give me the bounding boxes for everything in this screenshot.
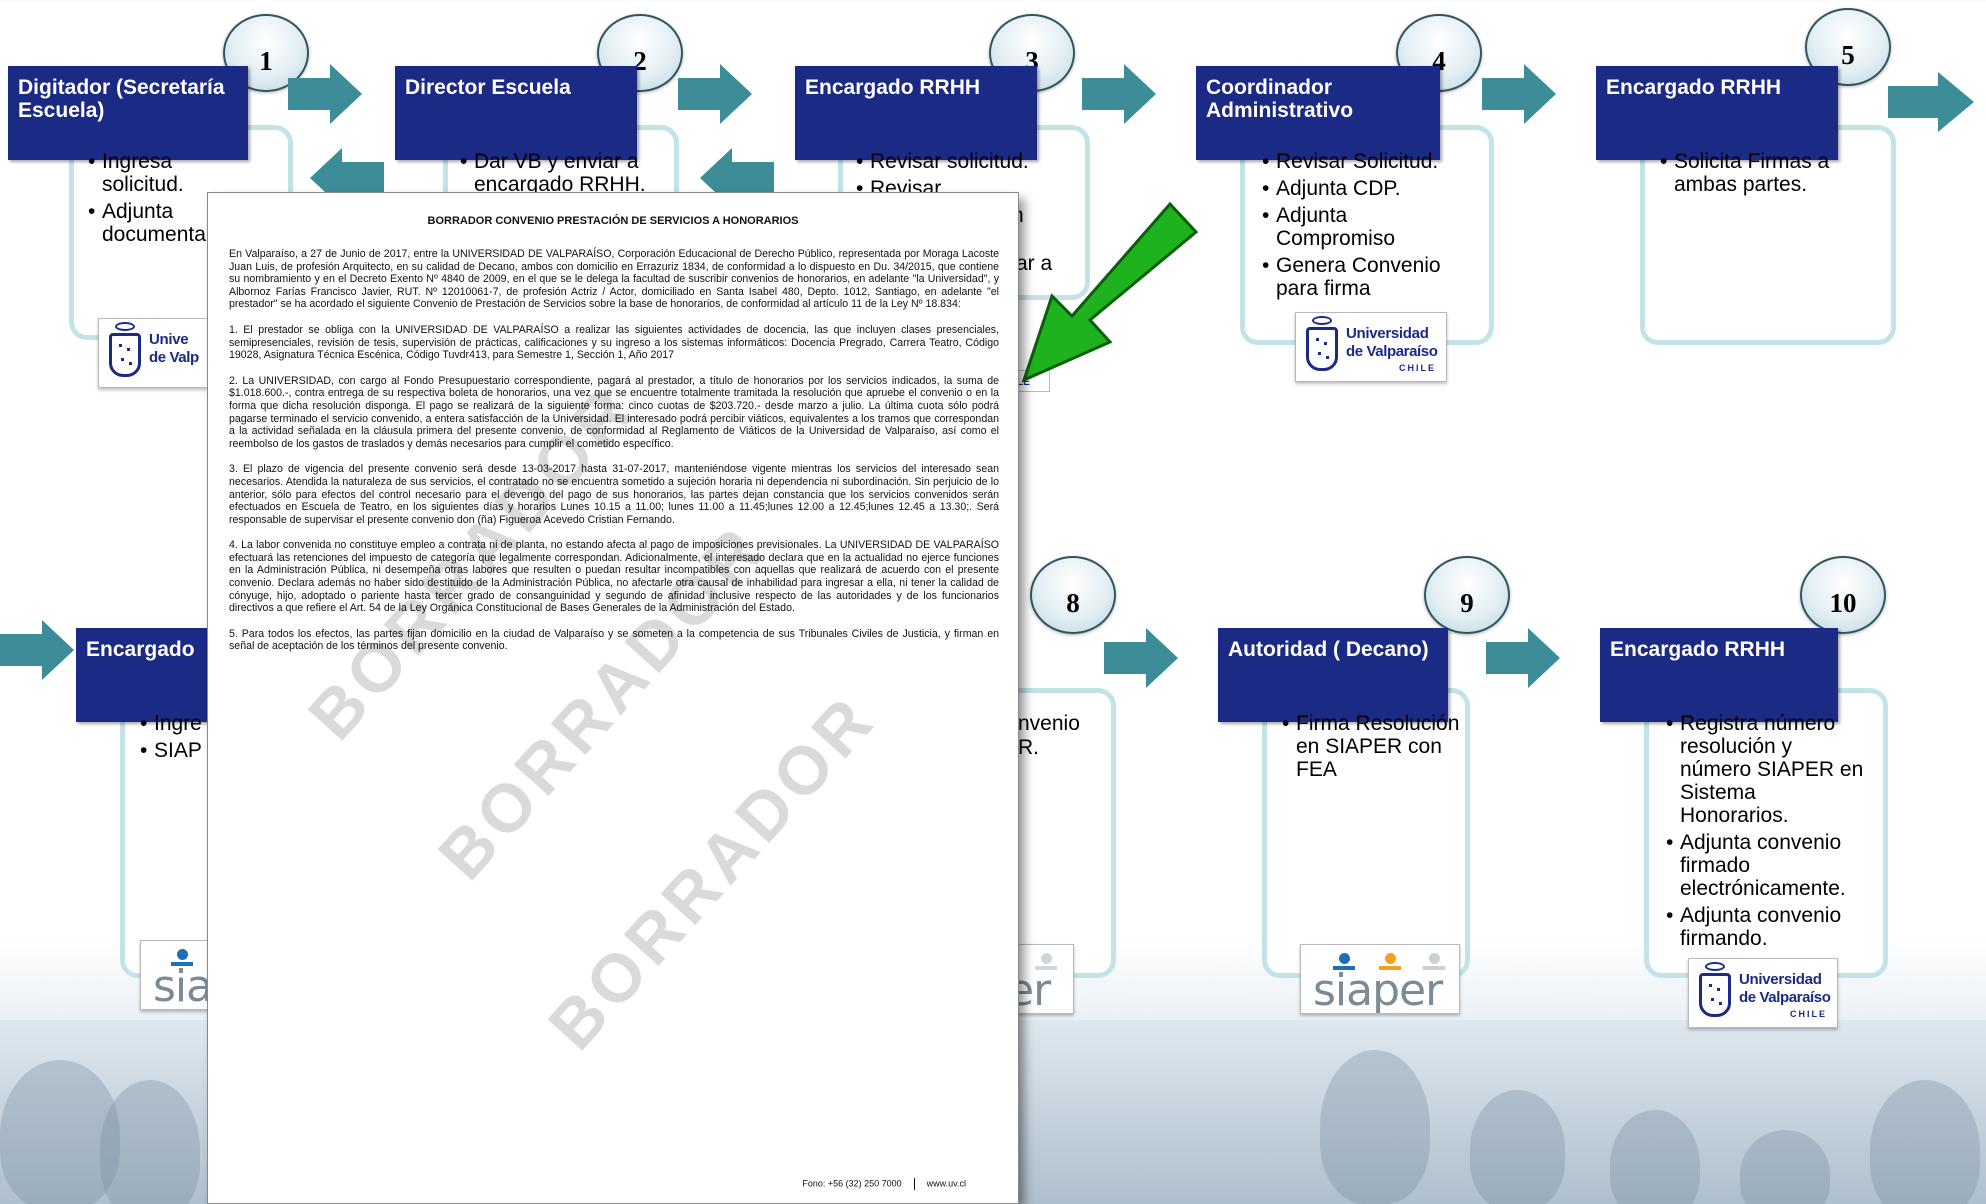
step-10-bullets: Registra número resolución y número SIAP… [1666, 712, 1866, 954]
step-7-bullets: Ingre SIAP [140, 712, 220, 766]
step-9-bullets: Firma Resolución en SIAPER con FEA [1282, 712, 1462, 785]
background-person [0, 1060, 120, 1204]
step-8-fragment: R. [1018, 736, 1039, 759]
shield-icon [1306, 327, 1338, 371]
logo-dot [1041, 953, 1052, 964]
siaper-logo-partial: sia [140, 940, 210, 1010]
step-2-bullets: Dar VB y enviar a encargado RRHH. [460, 150, 670, 200]
logo-bar [171, 962, 193, 966]
logo-line-1: Universidad [1739, 971, 1822, 988]
logo-eye-icon [115, 322, 135, 331]
step-7-bullet: Ingre [140, 712, 220, 735]
footer-web: www.uv.cl [926, 1178, 966, 1189]
document-paragraph: 2. La UNIVERSIDAD, con cargo al Fondo Pr… [229, 374, 999, 450]
logo-line-2: de Valp [149, 349, 199, 366]
uv-logo: Universidad de Valparaíso CHILE [1295, 312, 1447, 382]
document-paragraph: En Valparaíso, a 27 de Junio de 2017, en… [229, 248, 999, 311]
logo-bar [1035, 966, 1057, 970]
flow-arrow-right [1082, 64, 1156, 124]
step-1-bullet: Ingresa solicitud. [88, 150, 208, 196]
logo-line-3: CHILE [1399, 363, 1436, 373]
step-8-number: 8 [1030, 556, 1116, 634]
flow-arrow-right [0, 620, 74, 680]
step-2-role: Director Escuela [395, 66, 637, 160]
step-9-bullet: Firma Resolución en SIAPER con FEA [1282, 712, 1462, 781]
step-9-role: Autoridad ( Decano) [1218, 628, 1448, 722]
logo-dot [1339, 953, 1350, 964]
siaper-logo: siaper [1300, 944, 1460, 1014]
flow-arrow-right [1482, 64, 1556, 124]
logo-line-2: de Valparaíso [1346, 343, 1438, 360]
step-1-bullets: Ingresa solicitud. Adjunta documenta [88, 150, 208, 250]
background-person [1320, 1050, 1430, 1204]
logo-word: sia [153, 961, 210, 1010]
logo-bar [1333, 966, 1355, 970]
logo-line-3: CHILE [1790, 1009, 1827, 1019]
logo-line-1: Unive [149, 331, 189, 348]
shield-icon [109, 333, 141, 377]
background-person [1610, 1110, 1700, 1204]
step-5-role: Encargado RRHH [1596, 66, 1838, 160]
green-pointer-arrow [1021, 201, 1199, 383]
contract-draft-document: BORRADOR BORRADOR BORRADOR BORRADOR CONV… [208, 193, 1018, 1203]
footer-phone: Fono: +56 (32) 250 7000 [802, 1178, 902, 1189]
logo-eye-icon [1312, 316, 1332, 325]
flow-arrow-right [1104, 628, 1178, 688]
logo-bar [1379, 966, 1401, 970]
logo-bar [1423, 966, 1445, 970]
siaper-logo-partial: er [1010, 944, 1074, 1014]
flow-arrow-right [288, 64, 362, 124]
logo-word: siaper [1313, 965, 1443, 1014]
footer-separator [913, 1178, 915, 1190]
step-3-bullets: Revisar solicitud. Revisar [856, 150, 1082, 204]
step-5-bullets: Solicita Firmas a ambas partes. [1660, 150, 1860, 200]
logo-line-2: de Valparaíso [1739, 989, 1831, 1006]
step-3-role: Encargado RRHH [795, 66, 1037, 160]
document-paragraph: 1. El prestador se obliga con la UNIVERS… [229, 323, 999, 362]
step-4-role: Coordinador Administrativo [1196, 66, 1440, 160]
step-9-number: 9 [1424, 556, 1510, 634]
shield-icon [1699, 973, 1731, 1017]
logo-dot [177, 949, 188, 960]
step-3-bullet: Revisar solicitud. [856, 150, 1082, 173]
step-10-role: Encargado RRHH [1600, 628, 1838, 722]
document-paragraph: 3. El plazo de vigencia del presente con… [229, 463, 999, 526]
uv-logo-partial: Unive de Valp [98, 318, 208, 388]
flow-arrow-right [1888, 72, 1974, 132]
logo-dot [1385, 953, 1396, 964]
background-person [1870, 1080, 1980, 1204]
step-10-number: 10 [1800, 556, 1886, 634]
logo-eye-icon [1705, 962, 1725, 971]
flow-arrow-right [678, 64, 752, 124]
step-10-bullet: Adjunta convenio firmado electrónicament… [1666, 831, 1866, 900]
step-10-bullet: Registra número resolución y número SIAP… [1666, 712, 1866, 827]
step-4-bullets: Revisar Solicitud. Adjunta CDP. Adjunta … [1262, 150, 1462, 304]
step-7-bullet: SIAP [140, 739, 220, 762]
document-title: BORRADOR CONVENIO PRESTACIÓN DE SERVICIO… [427, 215, 799, 227]
document-paragraph: 5. Para todos los efectos, las partes fi… [229, 627, 999, 653]
step-3-fragment: ar a [1016, 252, 1053, 275]
step-8-fragment: nvenio [1018, 712, 1080, 735]
step-4-bullet: Genera Convenio para firma [1262, 254, 1462, 300]
step-10-bullet: Adjunta convenio firmando. [1666, 904, 1866, 950]
step-1-role: Digitador (Secretaría Escuela) [8, 66, 248, 160]
logo-line-1: Universidad [1346, 325, 1429, 342]
step-5-bullet: Solicita Firmas a ambas partes. [1660, 150, 1860, 196]
logo-dot [1429, 953, 1440, 964]
background-person [100, 1080, 200, 1204]
uv-logo: Universidad de Valparaíso CHILE [1688, 958, 1838, 1028]
document-paragraph: 4. La labor convenida no constituye empl… [229, 539, 999, 615]
step-4-bullet: Adjunta CDP. [1262, 177, 1462, 200]
step-1-bullet: Adjunta documenta [88, 200, 208, 246]
flow-arrow-right [1486, 628, 1560, 688]
document-body: En Valparaíso, a 27 de Junio de 2017, en… [229, 248, 999, 666]
step-2-number: 2 [597, 14, 683, 92]
step-2-bullet: Dar VB y enviar a encargado RRHH. [460, 150, 670, 196]
step-4-bullet: Adjunta Compromiso [1262, 204, 1462, 250]
background-person [1740, 1130, 1830, 1204]
document-footer: Fono: +56 (32) 250 7000 www.uv.cl [802, 1178, 966, 1190]
step-4-bullet: Revisar Solicitud. [1262, 150, 1462, 173]
background-person [1470, 1090, 1565, 1204]
